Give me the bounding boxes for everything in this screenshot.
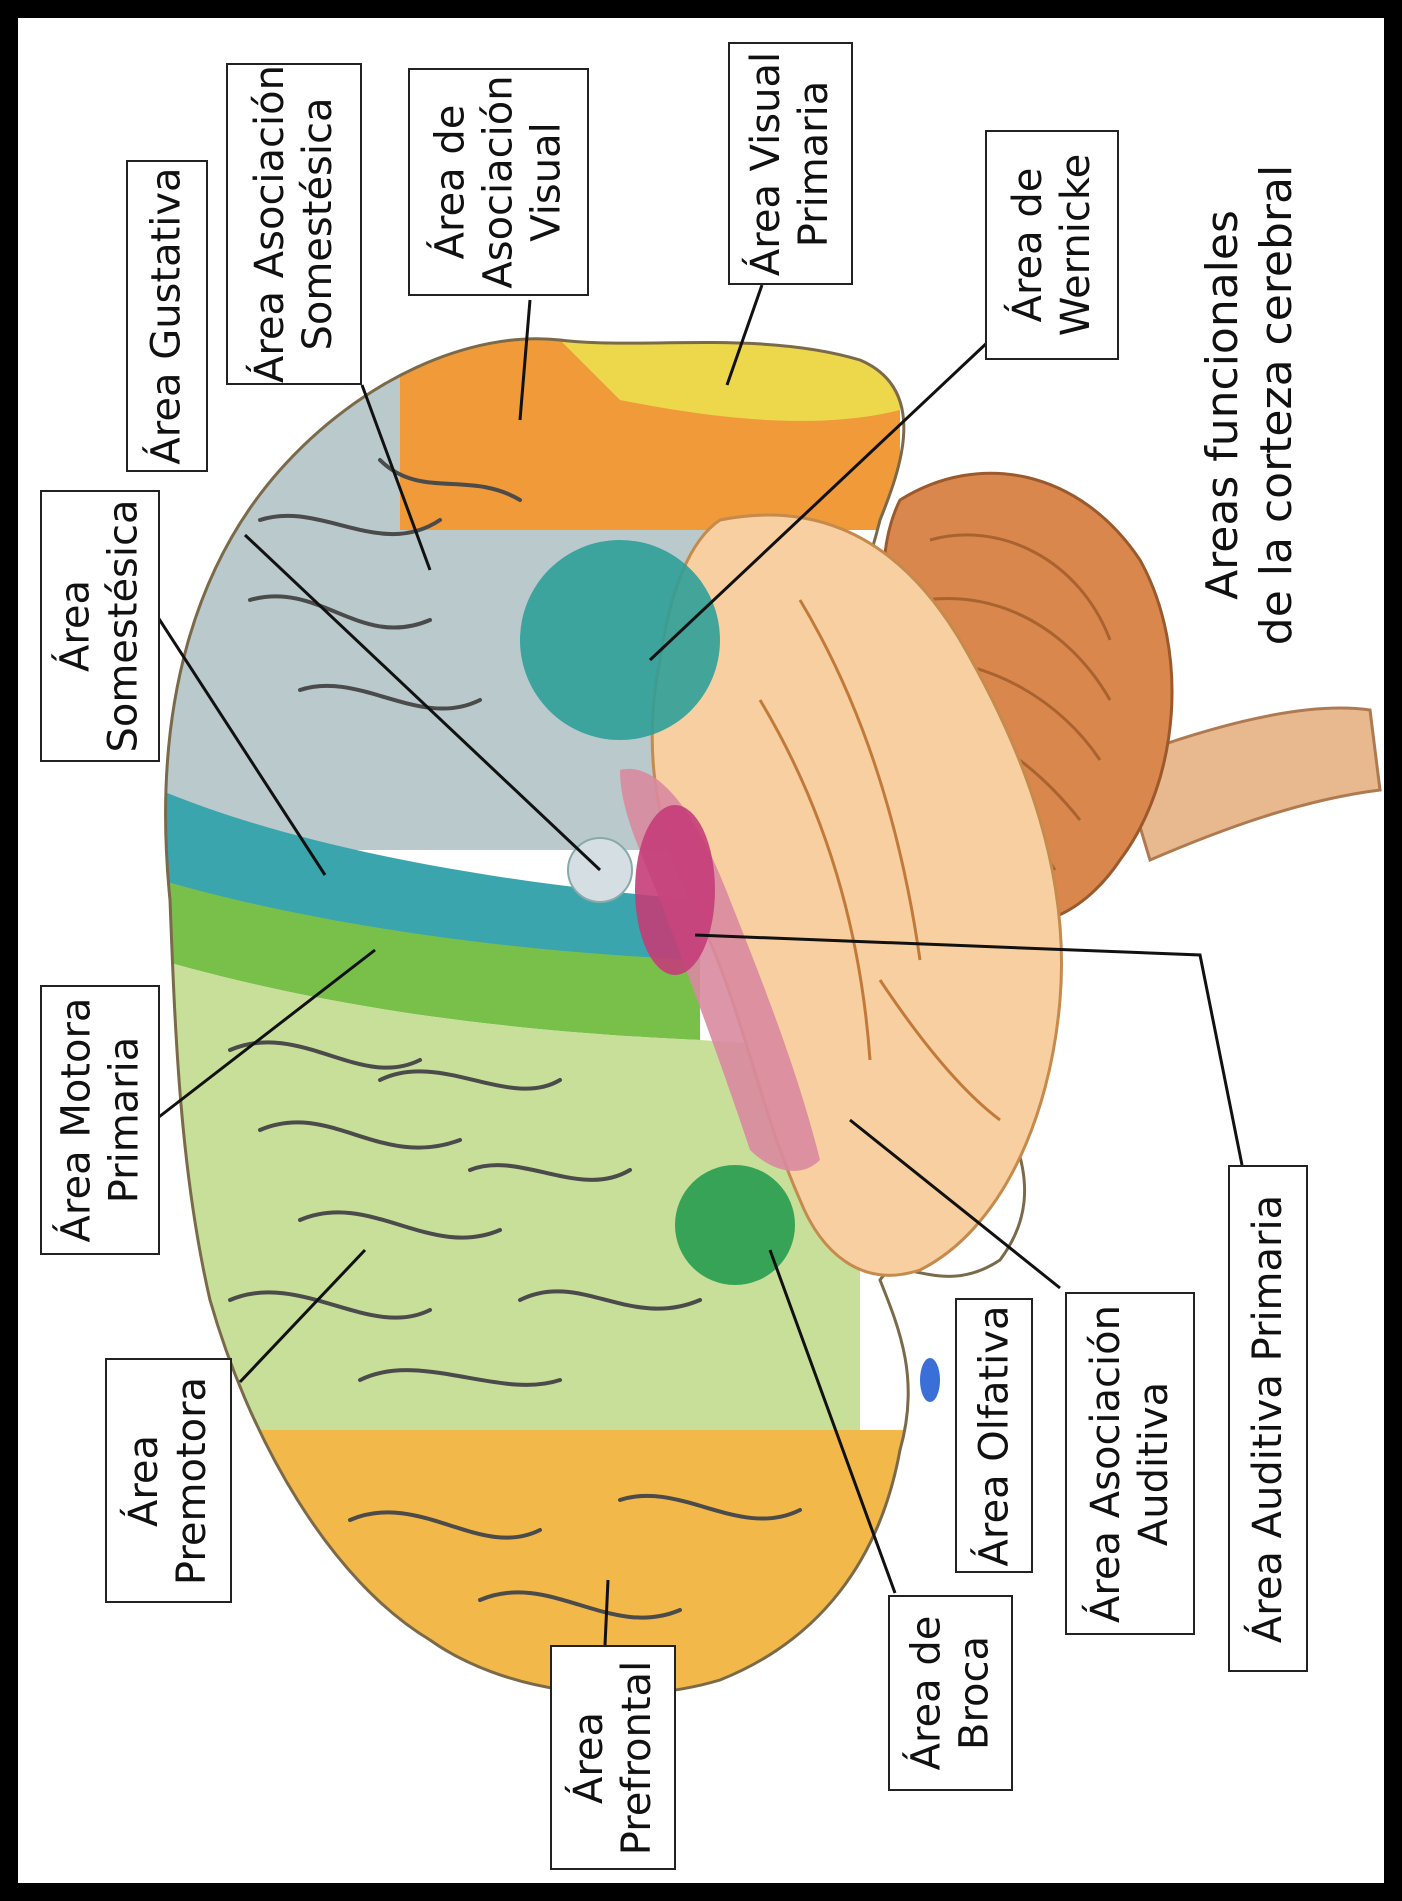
label-wernicke-line1: Área de (1004, 154, 1052, 336)
label-prefrontal-line2: Prefrontal (613, 1660, 661, 1854)
label-asoc-visual-line1: Área de (427, 75, 475, 288)
label-motora-line2: Primaria (100, 998, 148, 1243)
label-somestesica-line1: Área (52, 499, 100, 752)
label-auditiva-primaria: Área Auditiva Primaria (1228, 1165, 1308, 1672)
label-wernicke-line2: Wernicke (1052, 154, 1100, 336)
region-auditory-primary (635, 805, 715, 975)
label-broca-line1: Área de (903, 1616, 951, 1771)
label-visual-prim-line2: Primaria (791, 51, 839, 275)
label-prefrontal-line1: Área (565, 1660, 613, 1854)
label-olfativa: Área Olfativa (955, 1298, 1033, 1573)
label-gustativa: Área Gustativa (126, 160, 208, 472)
label-premotora-line1: Área (121, 1376, 169, 1584)
label-asoc-auditiva-line2: Auditiva (1130, 1305, 1178, 1623)
region-wernicke (520, 540, 720, 740)
label-asoc-auditiva-line1: Área Asociación (1082, 1305, 1130, 1623)
label-broca-line2: Broca (951, 1616, 999, 1771)
title-line1: Areas funcionales (1196, 165, 1250, 645)
label-asoc-somest-line1: Área Asociación (246, 65, 294, 383)
label-asoc-somest-line2: Somestésica (294, 65, 342, 383)
label-asoc-visual-line2: Asociación (475, 75, 523, 288)
label-premotora-line2: Premotora (169, 1376, 217, 1584)
label-motora-line1: Área Motora (52, 998, 100, 1243)
region-olfactory (920, 1358, 940, 1402)
label-visual-prim-line1: Área Visual (743, 51, 791, 275)
label-auditiva-prim-line1: Área Auditiva Primaria (1244, 1194, 1292, 1642)
label-asoc-visual-line3: Visual (523, 75, 571, 288)
label-somestesica-line2: Somestésica (100, 499, 148, 752)
label-olfativa-line1: Área Olfativa (970, 1305, 1018, 1566)
title-line2: de la corteza cerebral (1250, 165, 1304, 645)
label-gustativa-line1: Área Gustativa (143, 167, 191, 464)
